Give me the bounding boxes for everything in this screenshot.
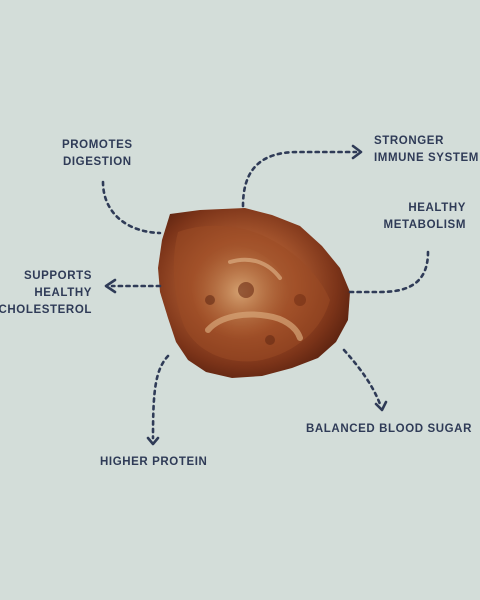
snack-bite-image — [158, 208, 350, 378]
benefit-label-line: METABOLISM — [383, 219, 466, 231]
benefit-label-line: HEALTHY — [34, 287, 92, 299]
connector-healthy-metabolism — [348, 250, 430, 294]
benefit-promotes-digestion: PROMOTES DIGESTION — [62, 137, 133, 171]
arrow-head-right-icon — [351, 144, 363, 160]
benefit-higher-protein: HIGHER PROTEIN — [100, 454, 207, 471]
benefit-healthy-metabolism: HEALTHY METABOLISM — [384, 200, 466, 234]
benefit-label-line: DIGESTION — [62, 156, 132, 168]
benefit-label-line: HEALTHY — [408, 202, 466, 214]
benefit-supports-healthy-cholesterol: SUPPORTS HEALTHY CHOLESTEROL — [0, 268, 92, 319]
connector-higher-protein — [151, 354, 170, 440]
arrow-head-down-icon — [374, 400, 388, 412]
benefit-label-line: HIGHER PROTEIN — [100, 456, 208, 468]
benefit-label-line: SUPPORTS — [23, 270, 92, 282]
benefit-label-line: STRONGER — [374, 135, 444, 147]
connector-balanced-blood-sugar — [342, 348, 382, 406]
benefit-label-line: BALANCED BLOOD SUGAR — [306, 423, 472, 435]
arrow-head-down-icon — [146, 436, 160, 446]
arrow-head-left-icon — [104, 278, 117, 294]
benefit-label-line: IMMUNE SYSTEM — [374, 152, 479, 164]
benefit-balanced-blood-sugar: BALANCED BLOOD SUGAR — [306, 421, 472, 438]
benefit-label-line: PROMOTES — [62, 139, 133, 151]
connector-stronger-immune-system — [241, 150, 358, 208]
connector-promotes-digestion — [101, 180, 162, 235]
benefit-label-line: CHOLESTEROL — [0, 304, 92, 316]
benefit-stronger-immune-system: STRONGER IMMUNE SYSTEM — [374, 133, 479, 167]
